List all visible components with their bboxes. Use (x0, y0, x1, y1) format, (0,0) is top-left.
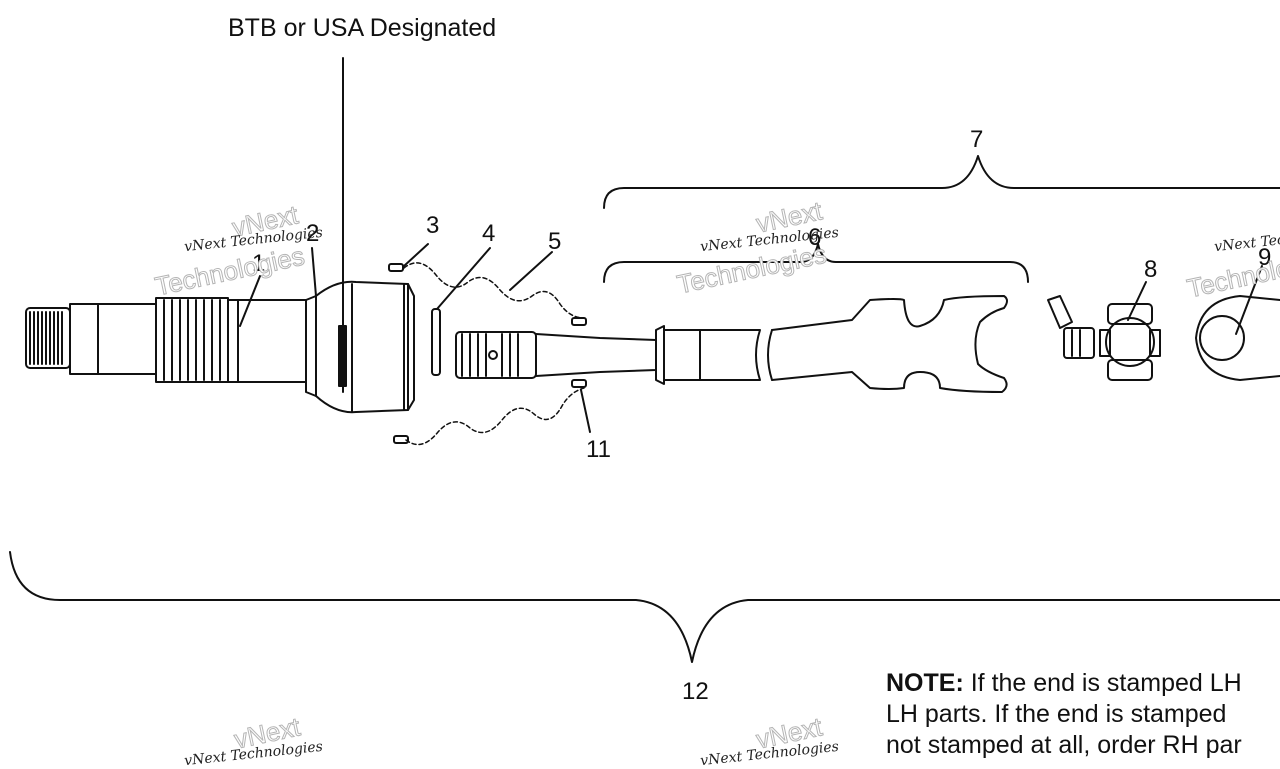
note-line-2: LH parts. If the end is stamped (886, 700, 1227, 728)
callout-4: 4 (482, 220, 496, 247)
brace-part-7 (603, 155, 1280, 209)
callout-3: 3 (426, 212, 440, 239)
callout-1: 1 (252, 250, 266, 277)
part-1-stub-shaft (25, 297, 307, 383)
part-8-u-joint-cross (1047, 295, 1161, 381)
callout-7: 7 (970, 126, 984, 153)
brace-part-12 (9, 551, 1280, 663)
callout-11: 11 (586, 436, 611, 463)
part-11-leader (580, 389, 591, 433)
note-text: NOTE: If the end is stamped LH LH parts.… (886, 668, 1280, 761)
brace-part-6 (603, 243, 1029, 283)
callout-2: 2 (306, 220, 320, 247)
part-9-yoke (1195, 295, 1280, 381)
note-line-3: not stamped at all, order RH par (886, 731, 1242, 759)
callout-12: 12 (682, 678, 709, 705)
part-2-cv-housing (305, 280, 415, 414)
callout-5: 5 (548, 228, 562, 255)
diagram-title: BTB or USA Designated (228, 14, 497, 42)
note-label: NOTE: (886, 669, 964, 697)
callout-8: 8 (1144, 256, 1158, 283)
note-line-1: If the end is stamped LH (963, 669, 1242, 697)
callout-9: 9 (1258, 244, 1272, 271)
part-6-drive-shaft (455, 295, 1008, 393)
part-5-cv-boot (403, 262, 585, 446)
part-3-boot-clamps (388, 263, 587, 444)
callout-6: 6 (808, 224, 822, 251)
part-4-snap-ring (431, 308, 441, 376)
